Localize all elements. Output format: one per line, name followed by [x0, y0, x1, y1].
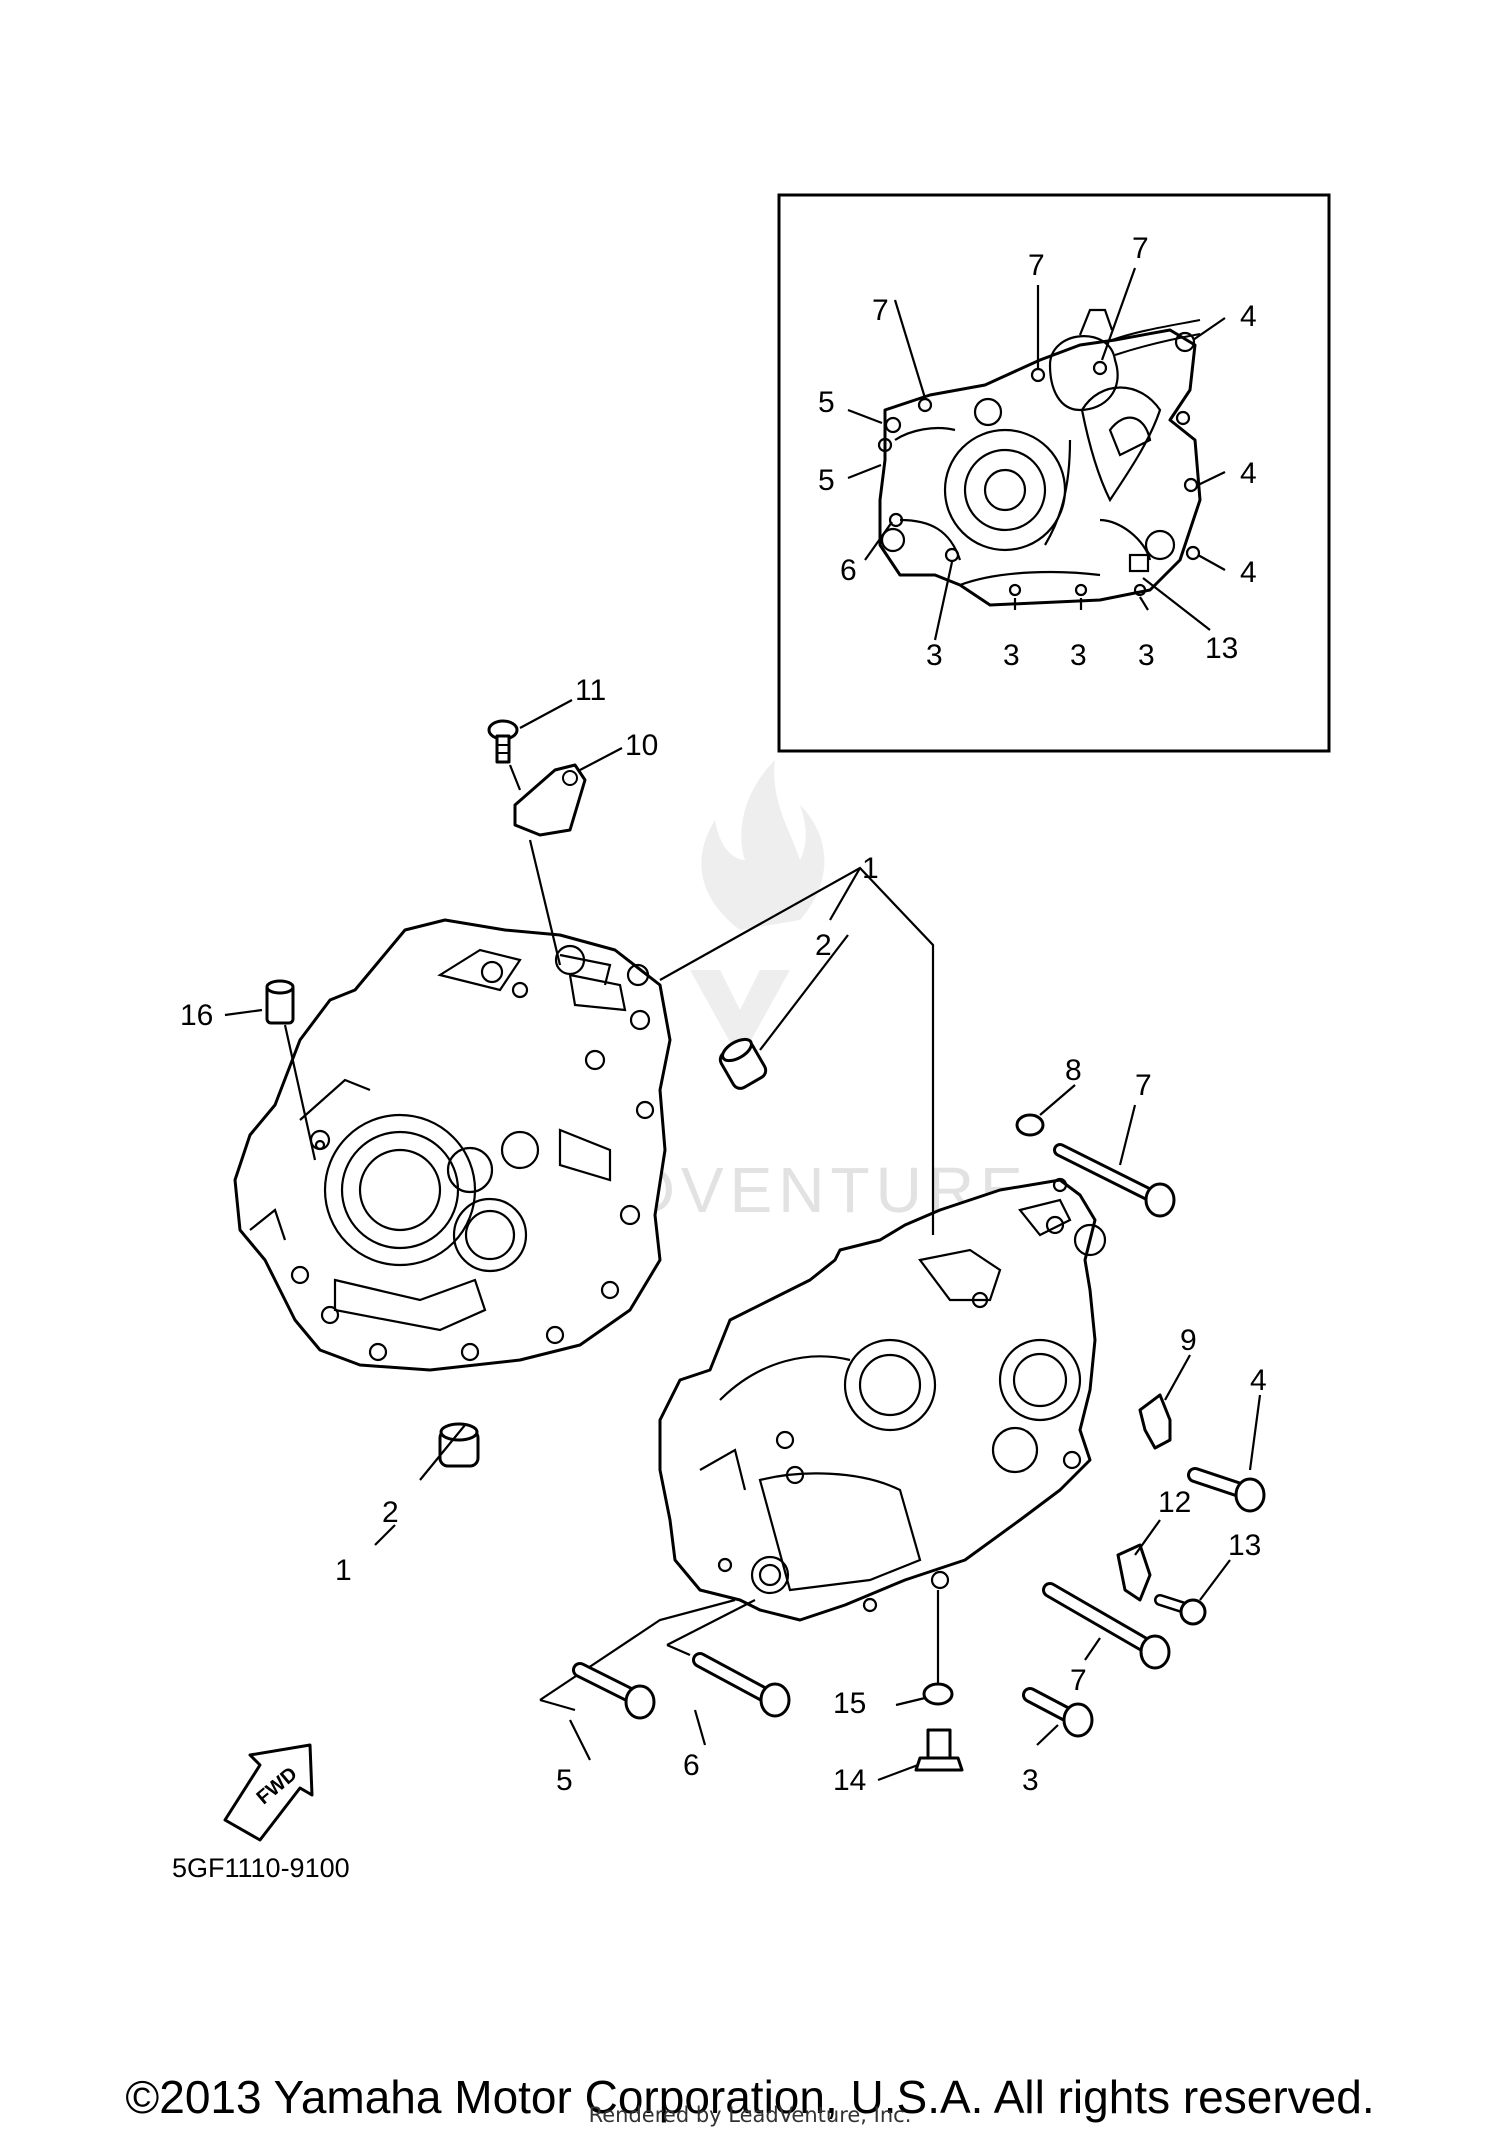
inset-detail: 7 7 7 4 5 5 4 6 4 3 3 3 3 13 — [777, 193, 1331, 753]
inset-callout-3a: 3 — [926, 639, 943, 672]
inset-callouts: 7 7 7 4 5 5 4 6 4 3 3 3 3 13 — [818, 232, 1257, 672]
inset-callout-4b: 4 — [1240, 457, 1257, 490]
callout-16: 16 — [180, 999, 213, 1032]
watermark-logo — [690, 760, 825, 1060]
callout-11: 11 — [575, 674, 606, 707]
callout-1-lower: 1 — [335, 1554, 352, 1587]
washer-15 — [922, 1682, 954, 1706]
inset-callout-7a: 7 — [1028, 249, 1045, 282]
inset-callout-7b: 7 — [1132, 232, 1149, 265]
dowel-16 — [265, 979, 295, 1025]
callout-15: 15 — [833, 1687, 866, 1720]
callout-9: 9 — [1180, 1324, 1197, 1357]
callout-3: 3 — [1022, 1764, 1039, 1797]
bolt-5 — [572, 1662, 656, 1720]
callout-5: 5 — [556, 1764, 573, 1797]
callout-1-upper: 1 — [862, 852, 879, 885]
callout-13: 13 — [1228, 1529, 1261, 1562]
inset-callout-3c: 3 — [1070, 639, 1087, 672]
fwd-arrow-icon: FWD — [223, 1743, 314, 1842]
inset-callout-5b: 5 — [818, 464, 835, 497]
bolt-6 — [692, 1652, 791, 1718]
bolt-11 — [487, 719, 519, 764]
inset-callout-6: 6 — [840, 554, 857, 587]
main-callouts: 11 10 1 2 16 8 7 9 4 12 13 7 2 1 5 6 15 … — [180, 674, 1267, 1797]
left-crankcase — [233, 918, 672, 1372]
copyright-notice: ©2013 Yamaha Motor Corporation, U.S.A. A… — [125, 2071, 1375, 2123]
dowel-2-upper — [718, 1037, 768, 1090]
bolt-4 — [1187, 1467, 1266, 1513]
clamp-9 — [1138, 1393, 1172, 1450]
inset-callout-3d: 3 — [1138, 639, 1155, 672]
inset-callout-7c: 7 — [872, 294, 889, 327]
callout-14: 14 — [833, 1764, 866, 1797]
bracket-10 — [513, 763, 587, 837]
callout-4: 4 — [1250, 1364, 1267, 1397]
bolt-7-upper — [1053, 1143, 1176, 1218]
callout-2-lower: 2 — [382, 1496, 399, 1529]
clip-12 — [1116, 1543, 1152, 1602]
plug-14 — [914, 1728, 964, 1772]
callout-10: 10 — [625, 729, 658, 762]
callout-8: 8 — [1065, 1054, 1082, 1087]
inset-callout-4a: 4 — [1240, 300, 1257, 333]
screw-13 — [1154, 1594, 1207, 1626]
inset-callout-3b: 3 — [1003, 639, 1020, 672]
inset-callout-13: 13 — [1205, 632, 1238, 665]
inset-crankcase-drawing — [877, 308, 1202, 607]
main-leaders — [224, 699, 1262, 1782]
inset-callout-4c: 4 — [1240, 556, 1257, 589]
bolt-7-lower — [1042, 1582, 1171, 1670]
callout-2-upper: 2 — [815, 929, 832, 962]
bolt-3 — [1022, 1687, 1094, 1738]
dowel-2-lower — [438, 1422, 480, 1468]
inset-leaders — [847, 267, 1226, 641]
right-crankcase — [658, 1177, 1107, 1622]
callout-7-upper: 7 — [1135, 1069, 1152, 1102]
catalog-code: 5GF1110-9100 — [172, 1853, 350, 1883]
callout-12: 12 — [1158, 1486, 1191, 1519]
rendered-by-notice: Rendered by LeadVenture, Inc. — [588, 2103, 912, 2127]
inset-frame — [777, 193, 1331, 753]
hardware: FWD — [223, 719, 1266, 1842]
callout-7-lower: 7 — [1070, 1664, 1087, 1697]
inset-callout-5a: 5 — [818, 386, 835, 419]
washer-8 — [1015, 1113, 1045, 1137]
callout-6: 6 — [683, 1749, 700, 1782]
